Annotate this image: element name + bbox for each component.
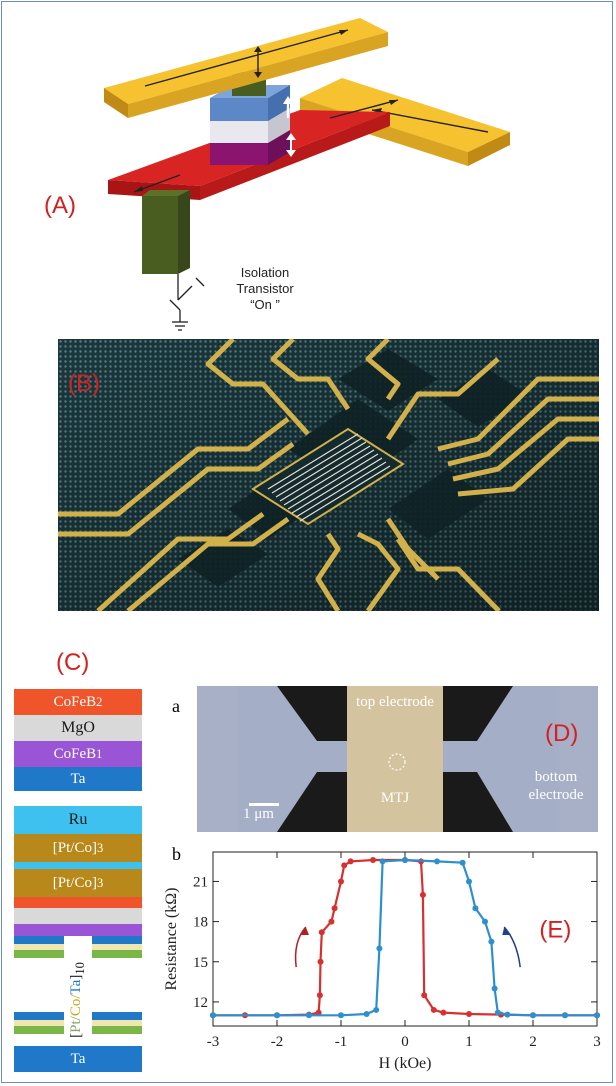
data-point	[373, 1006, 380, 1013]
data-point	[430, 1006, 437, 1013]
data-point	[530, 1012, 536, 1019]
x-tick-label: -2	[271, 1034, 284, 1050]
data-point	[504, 1011, 511, 1018]
data-point	[370, 857, 376, 864]
data-point	[318, 929, 325, 936]
data-point	[376, 945, 383, 952]
x-tick-label: -3	[207, 1034, 220, 1050]
bottom-write-line-top	[300, 78, 510, 152]
data-point	[482, 918, 488, 925]
multilayer-label: [Pt/Co/Ta]10	[68, 962, 87, 1038]
gold-electrode-traces	[58, 339, 599, 611]
data-point	[472, 905, 479, 912]
bottom-electrode-label: bottom electrode	[528, 769, 584, 803]
data-point	[338, 1012, 344, 1019]
data-point	[594, 1012, 600, 1019]
sweep-arrowhead-up	[502, 926, 512, 935]
data-point	[317, 958, 324, 965]
data-point	[488, 938, 495, 945]
layer-thin-purple	[14, 924, 142, 936]
panel-a-mtj-schematic	[104, 18, 510, 331]
data-point	[316, 992, 323, 999]
top-bit-line	[104, 18, 388, 104]
data-point	[440, 1009, 447, 1016]
current-arrow	[371, 109, 489, 133]
multilayer-stack	[14, 936, 142, 1034]
pinned-layer	[210, 98, 268, 121]
y-tick-label: 12	[193, 995, 208, 1011]
data-point	[494, 1009, 501, 1016]
y-tick-label: 21	[193, 874, 208, 890]
layer-ta-bottom: Ta	[14, 1046, 142, 1072]
x-tick-label: 1	[465, 1034, 473, 1050]
mtj-label: MTJ	[380, 790, 410, 806]
x-tick-label: 2	[529, 1034, 537, 1050]
x-tick-label: 0	[401, 1034, 409, 1050]
data-point	[331, 905, 338, 912]
layer-ptco-2: [Pt/Co]3	[14, 869, 142, 897]
data-point	[274, 1012, 280, 1019]
scale-bar	[249, 803, 279, 806]
layer-spacer	[14, 862, 142, 869]
transistor-label: Isolation Transistor “On ”	[236, 265, 294, 312]
x-axis-label: H (kOe)	[379, 1055, 432, 1072]
data-point	[491, 985, 498, 992]
label-e: (E)	[539, 917, 571, 944]
panel-b-device-image	[58, 339, 599, 611]
data-point	[347, 858, 354, 865]
x-tick-label: 3	[593, 1034, 601, 1050]
sweep-arrowhead-down	[300, 926, 309, 935]
top-electrode-label: top electrode	[356, 694, 434, 710]
free-layer	[210, 143, 268, 165]
tunnel-barrier	[210, 121, 268, 143]
bottom-via	[142, 196, 178, 274]
data-point	[402, 857, 408, 864]
data-point	[338, 878, 344, 885]
label-b-lower: b	[172, 844, 181, 864]
data-point	[434, 858, 440, 865]
data-point	[421, 992, 428, 999]
label-a-lower: a	[172, 696, 180, 716]
layer-thin-gray	[14, 908, 142, 924]
layer-ta-top: Ta	[14, 767, 142, 791]
data-point	[379, 858, 386, 865]
y-tick-label: 15	[193, 955, 208, 971]
top-electrode	[347, 686, 443, 832]
y-tick-label: 18	[193, 915, 208, 931]
panel-d-sem-image: top electrode MTJ bottom electrode 1 μm …	[197, 686, 598, 832]
layer-mgo: MgO	[14, 715, 142, 741]
label-a: (A)	[44, 192, 76, 219]
data-point	[466, 1010, 472, 1017]
data-point	[459, 859, 466, 866]
label-b: (B)	[68, 370, 100, 397]
layer-ru: Ru	[14, 806, 142, 834]
layer-thin-red	[14, 897, 142, 908]
label-d: (D)	[545, 720, 579, 747]
data-point	[341, 862, 348, 869]
layer-ptco-1: [Pt/Co]3	[14, 834, 142, 862]
data-point	[562, 1012, 568, 1019]
data-point	[466, 878, 472, 885]
x-tick-label: -1	[335, 1034, 348, 1050]
mtj-pillar	[388, 753, 406, 771]
data-point	[210, 1012, 216, 1019]
label-c: (C)	[56, 649, 90, 676]
isolation-transistor-icon	[169, 274, 205, 331]
data-point	[363, 1010, 370, 1017]
scale-label: 1 μm	[243, 806, 274, 822]
data-point	[328, 918, 335, 925]
sweep-arrow-down	[294, 926, 307, 968]
data-point	[315, 1009, 322, 1016]
data-point	[419, 891, 426, 898]
data-point	[306, 1012, 312, 1019]
y-axis-label: Resistance (kΩ)	[163, 888, 180, 991]
top-electrode-left-pad	[277, 686, 347, 741]
